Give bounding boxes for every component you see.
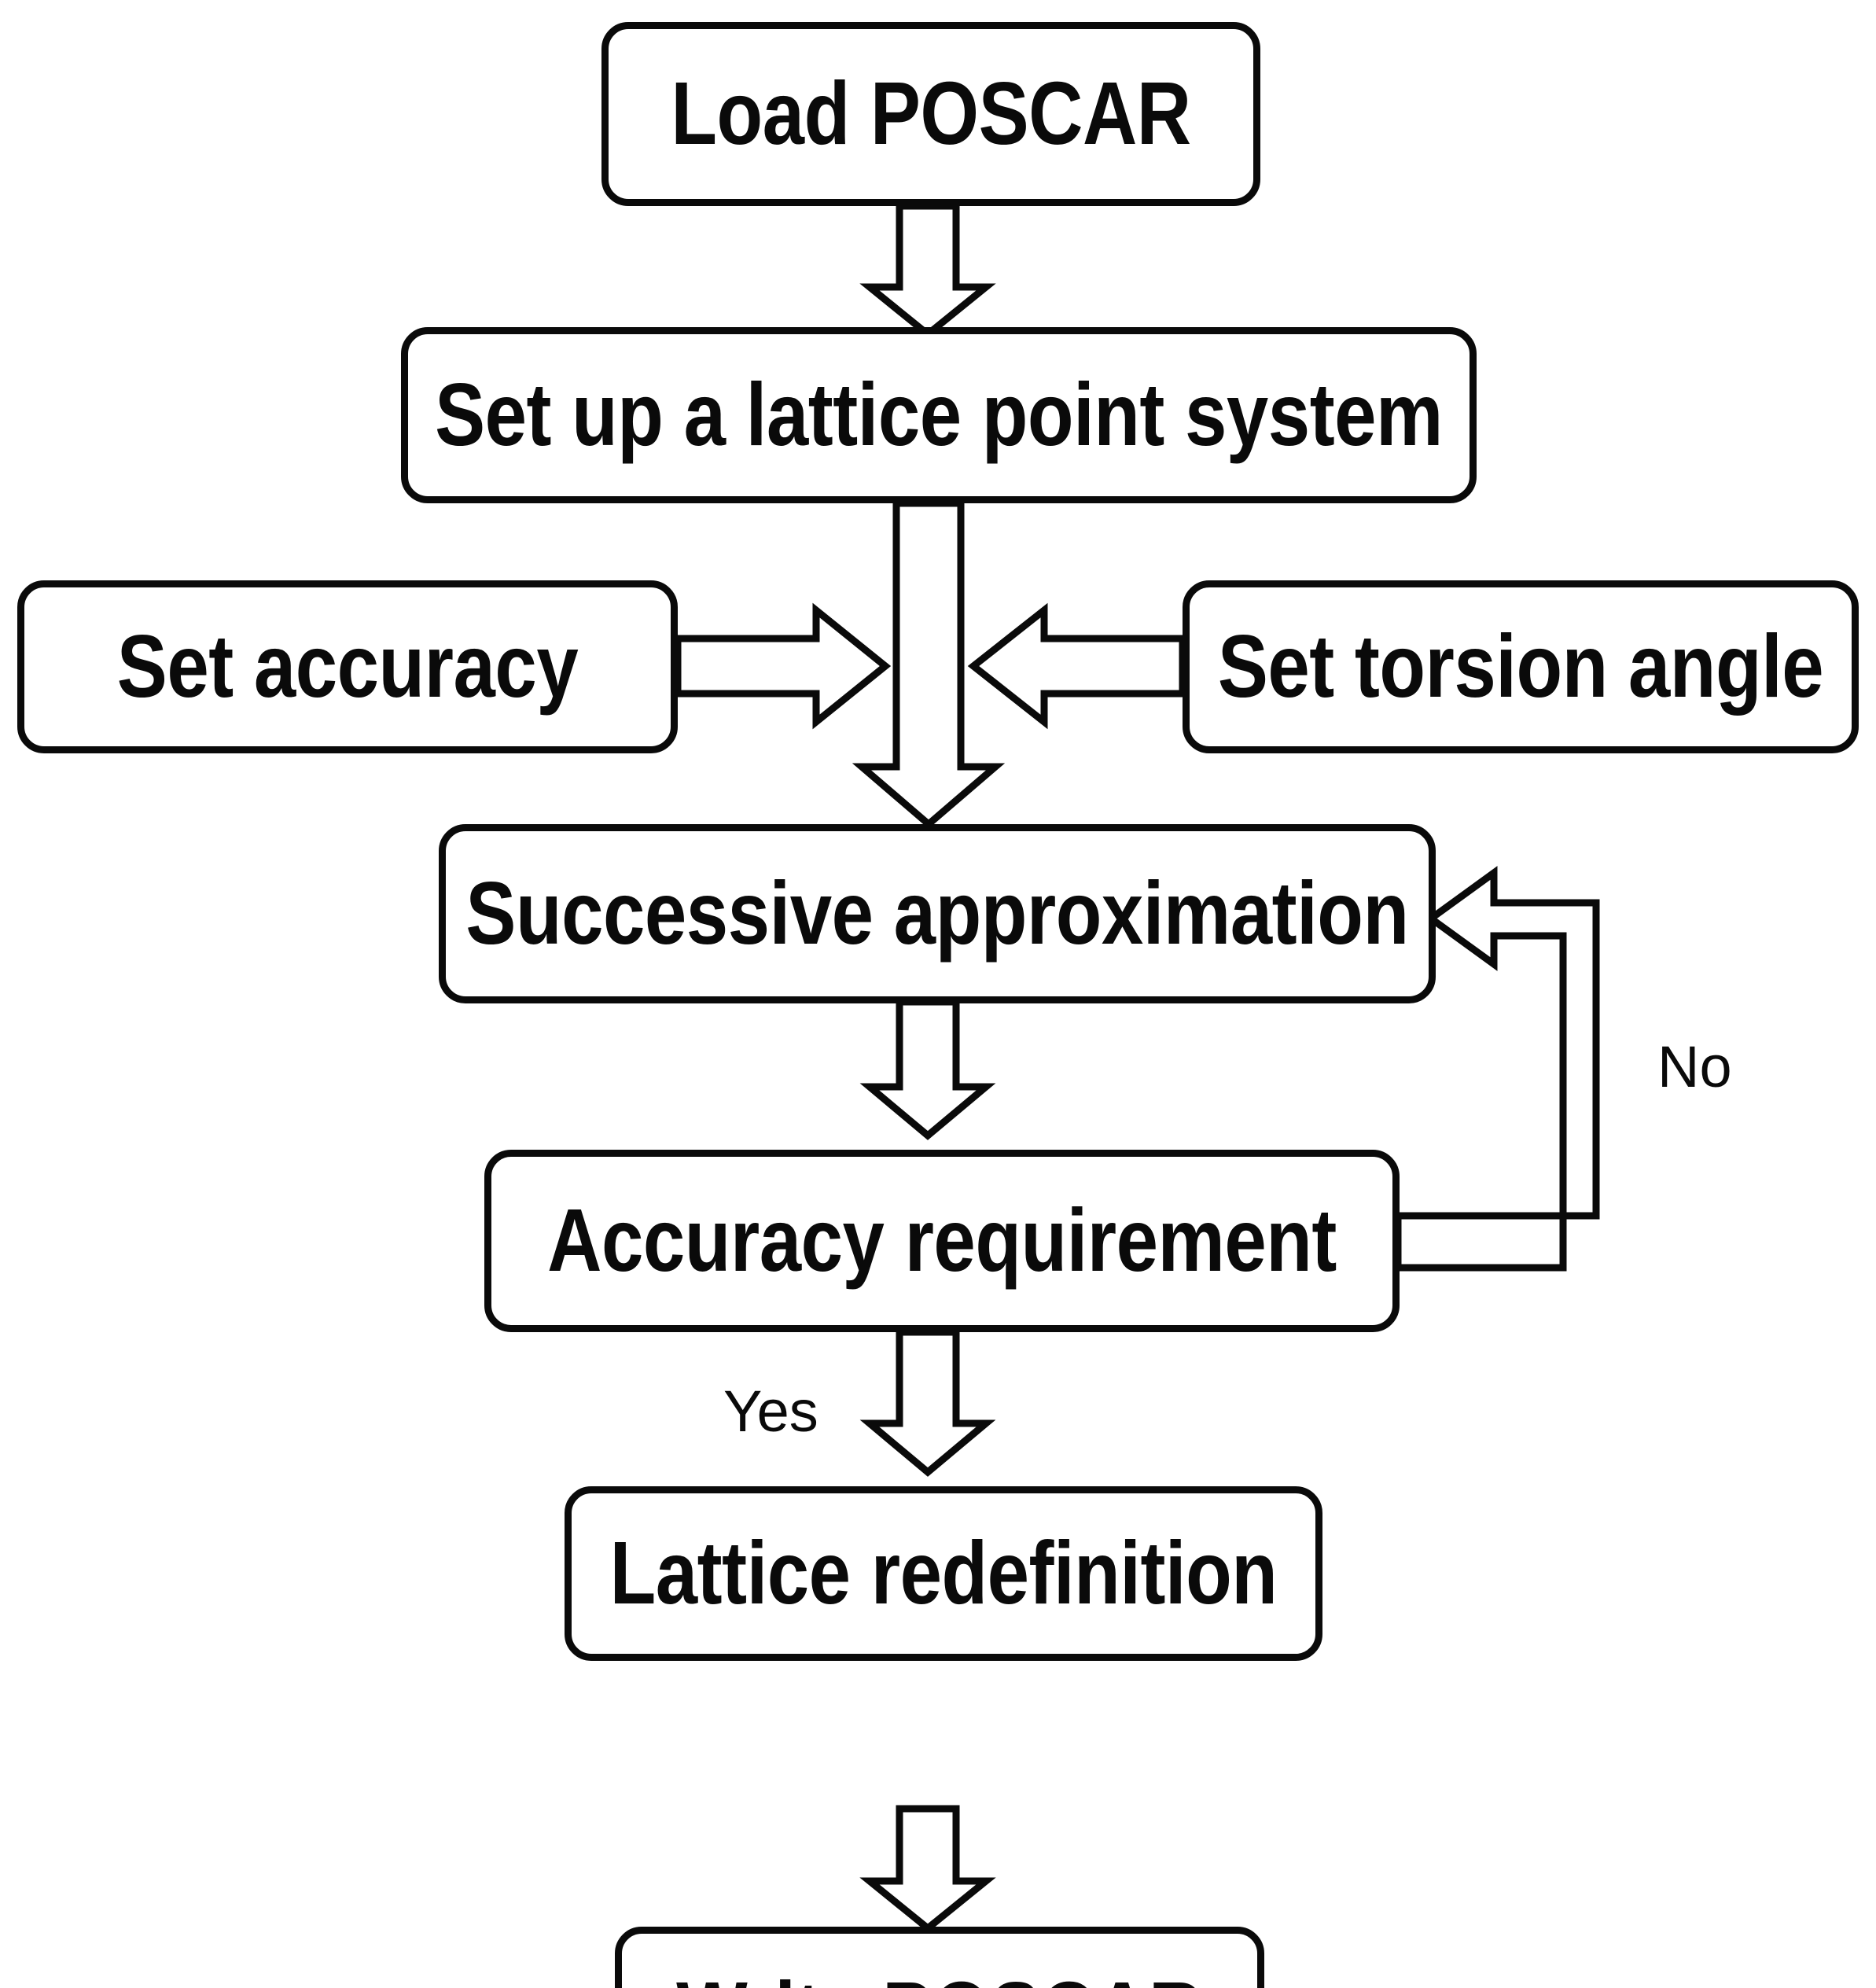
node-accuracy-requirement[interactable]: Accuracy requirement <box>484 1150 1400 1332</box>
arrow-accuracy-to-trunk <box>674 602 892 730</box>
node-set-accuracy-label: Set accuracy <box>116 617 579 716</box>
node-set-up-lattice-point-system-label: Set up a lattice point system <box>435 365 1443 465</box>
node-write-poscar[interactable]: Write POSCAR <box>615 1927 1264 1988</box>
node-set-up-lattice-point-system[interactable]: Set up a lattice point system <box>401 327 1477 503</box>
node-successive-approximation[interactable]: Successive approximation <box>439 824 1436 1003</box>
node-lattice-redefinition[interactable]: Lattice redefinition <box>565 1486 1322 1661</box>
node-write-poscar-label: Write POSCAR <box>676 1969 1203 1988</box>
arrow-require-to-redefine-yes <box>859 1328 996 1477</box>
edge-label-no: No <box>1657 1034 1732 1099</box>
node-load-poscar-label: Load POSCAR <box>671 64 1191 164</box>
arrow-torsion-to-trunk <box>967 602 1186 730</box>
arrow-approx-to-require <box>859 998 996 1140</box>
node-accuracy-requirement-label: Accuracy requirement <box>547 1191 1337 1290</box>
node-lattice-redefinition-label: Lattice redefinition <box>609 1523 1278 1623</box>
arrow-setup-to-approx <box>852 499 1006 829</box>
node-successive-approximation-label: Successive approximation <box>465 863 1409 963</box>
edge-label-yes: Yes <box>723 1379 818 1444</box>
node-set-torsion-angle[interactable]: Set torsion angle <box>1183 580 1859 753</box>
node-load-poscar[interactable]: Load POSCAR <box>601 22 1260 206</box>
arrow-redefine-to-write <box>859 1805 996 1933</box>
node-set-accuracy[interactable]: Set accuracy <box>17 580 678 753</box>
arrow-load-to-setup <box>859 202 996 339</box>
node-set-torsion-angle-label: Set torsion angle <box>1217 617 1824 716</box>
